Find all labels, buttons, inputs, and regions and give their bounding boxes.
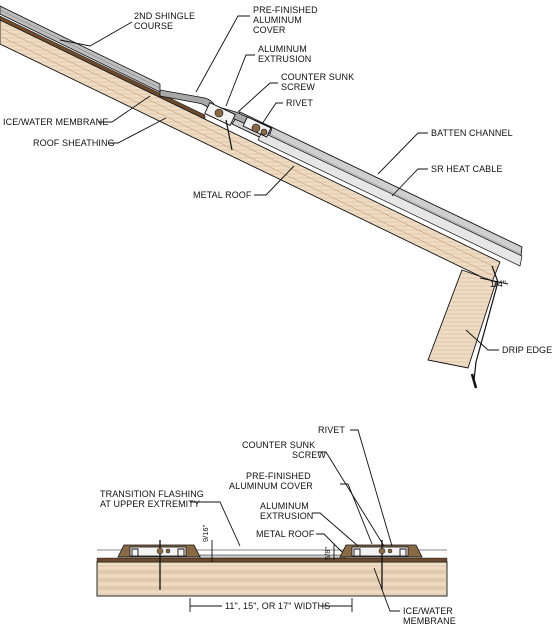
label-lower-ice-water-2: MEMBRANE — [403, 616, 456, 626]
label-dim-5-8: 5/8" — [323, 547, 332, 560]
label-lower-ice-water-1: ICE/WATER — [403, 606, 453, 616]
label-lower-rivet: RIVET — [318, 425, 345, 435]
label-ice-water: ICE/WATER MEMBRANE — [3, 117, 108, 127]
label-drip-edge: DRIP EDGE — [502, 345, 552, 355]
label-widths: 11", 15", OR 17" WIDTHS — [225, 601, 330, 611]
label-screw-1: COUNTER SUNK — [281, 72, 354, 82]
label-cover-1: PRE-FINISHED — [253, 5, 318, 15]
label-metal-roof: METAL ROOF — [193, 190, 252, 200]
label-lower-cover-1: PRE-FINISHED — [246, 471, 311, 481]
label-dim-quarter: 1/4" — [490, 279, 506, 289]
label-dim-9-16: 9/16" — [201, 524, 210, 542]
counter-sunk-screw — [214, 108, 224, 118]
label-screw-2: SCREW — [281, 82, 315, 92]
drip-edge — [473, 265, 499, 381]
label-rivet: RIVET — [286, 98, 313, 108]
label-heat-cable: SR HEAT CABLE — [431, 164, 503, 174]
lower-roof-sheathing — [96, 561, 448, 597]
label-second-shingle-1: 2ND SHINGLE — [134, 11, 195, 21]
ice-water-membrane — [0, 15, 206, 120]
label-second-shingle-2: COURSE — [134, 21, 173, 31]
label-extrusion-2: EXTRUSION — [258, 54, 311, 64]
right-batten — [339, 540, 423, 590]
label-lower-extrusion-2: EXTRUSION — [260, 511, 313, 521]
label-lower-screw-1: COUNTER SUNK — [242, 440, 315, 450]
label-cover-3: COVER — [253, 25, 286, 35]
label-roof-sheathing: ROOF SHEATHING — [33, 138, 115, 148]
rivet — [260, 128, 268, 136]
label-lower-screw-2: SCREW — [292, 450, 326, 460]
upper-detail: 2ND SHINGLE COURSE PRE-FINISHED ALUMINUM… — [0, 5, 552, 389]
lower-ice-water-membrane — [96, 557, 448, 563]
label-extrusion-1: ALUMINUM — [258, 44, 307, 54]
label-cover-2: ALUMINUM — [253, 15, 302, 25]
left-batten — [117, 540, 201, 590]
label-lower-extrusion-1: ALUMINUM — [260, 501, 309, 511]
batten-channel — [257, 131, 523, 267]
label-lower-metal-roof: METAL ROOF — [256, 529, 315, 539]
label-batten-channel: BATTEN CHANNEL — [431, 128, 513, 138]
lower-detail: 11", 15", OR 17" WIDTHS 9/16" 5/8" RIVET… — [96, 425, 456, 626]
drip-edge-board — [427, 269, 497, 369]
label-transition-2: AT UPPER EXTREMITY — [100, 499, 200, 509]
label-transition-1: TRANSITION FLASHING — [100, 489, 204, 499]
label-lower-cover-2: ALUMINUM COVER — [229, 481, 313, 491]
